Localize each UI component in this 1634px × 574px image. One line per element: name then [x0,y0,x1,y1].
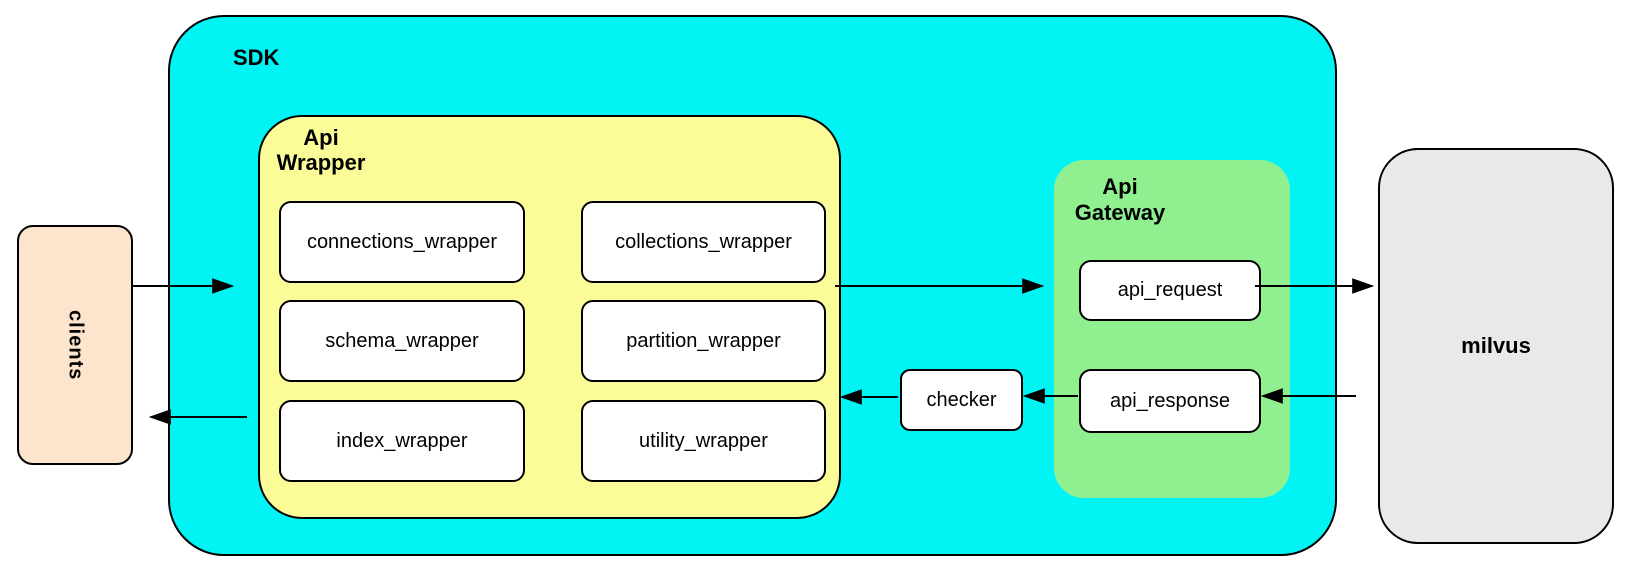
node-api-response: api_response [1079,369,1261,433]
clients-label: clients [64,309,87,381]
node-clients: clients [17,225,133,465]
checker-label: checker [926,388,997,411]
node-connections-wrapper: connections_wrapper [279,201,525,283]
node-api-gateway: Api Gateway api_request api_response [1054,160,1290,498]
node-checker: checker [900,369,1023,431]
utility-wrapper-label: utility_wrapper [639,429,768,452]
api-wrapper-label: Api Wrapper [276,125,366,175]
node-partition-wrapper: partition_wrapper [581,300,826,382]
api-request-label: api_request [1117,279,1223,301]
sdk-label: SDK [233,45,280,70]
milvus-label: milvus [1461,333,1531,358]
schema-wrapper-label: schema_wrapper [325,329,479,352]
node-milvus: milvus [1378,148,1614,544]
node-collections-wrapper: collections_wrapper [581,201,826,283]
api-response-label: api_response [1109,389,1231,412]
api-gateway-label: Api Gateway [1074,174,1166,225]
node-schema-wrapper: schema_wrapper [279,300,525,382]
node-api-wrapper: Api Wrapper connections_wrapper collecti… [258,115,841,519]
node-api-request: api_request [1079,260,1261,321]
connections-wrapper-label: connections_wrapper [306,230,498,253]
index-wrapper-label: index_wrapper [336,429,468,452]
partition-wrapper-label: partition_wrapper [626,329,781,352]
collections-wrapper-label: collections_wrapper [615,230,792,253]
node-utility-wrapper: utility_wrapper [581,400,826,482]
node-index-wrapper: index_wrapper [279,400,525,482]
node-sdk: SDK Api Wrapper connections_wrapper coll… [168,15,1337,556]
